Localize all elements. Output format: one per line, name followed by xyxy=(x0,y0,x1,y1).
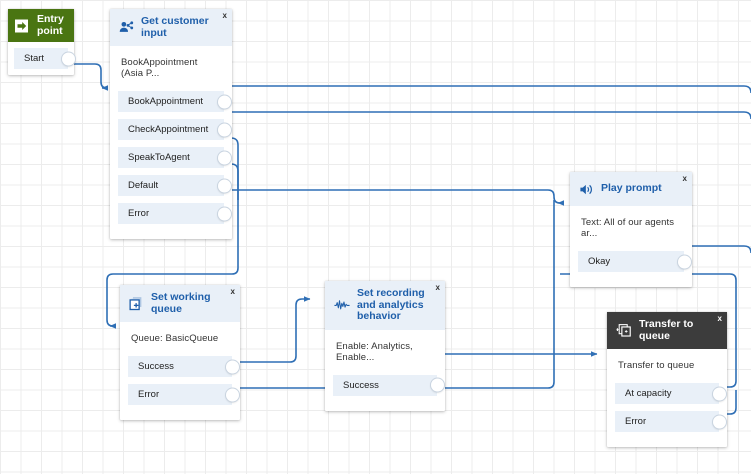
port-knob[interactable] xyxy=(678,255,691,268)
node-header: Entry point xyxy=(8,9,74,42)
port-label: Error xyxy=(128,208,150,219)
port-at-capacity[interactable]: At capacity xyxy=(615,383,726,404)
node-ports: Success xyxy=(325,374,445,411)
node-transfer-to-queue[interactable]: Transfer to queue x Transfer to queue At… xyxy=(607,312,727,447)
node-title: Set working queue xyxy=(151,291,211,315)
node-ports: BookAppointment CheckAppointment SpeakTo… xyxy=(110,91,232,239)
node-header: Transfer to queue x xyxy=(607,312,727,349)
port-label: Error xyxy=(625,416,647,427)
port-knob[interactable] xyxy=(713,387,726,400)
node-title: Entry point xyxy=(37,13,64,37)
port-label: Okay xyxy=(588,256,611,267)
node-ports: Success Error xyxy=(120,356,240,420)
port-label: Success xyxy=(343,379,379,391)
node-ports: Start xyxy=(8,42,75,75)
node-entry-point[interactable]: Entry point Start xyxy=(8,9,75,75)
port-label: At capacity xyxy=(625,388,672,399)
node-title: Transfer to queue xyxy=(639,318,694,342)
node-description: Text: All of our agents ar... xyxy=(581,217,675,239)
port-knob[interactable] xyxy=(218,123,231,136)
port-bookappointment[interactable]: BookAppointment xyxy=(118,91,231,112)
port-knob[interactable] xyxy=(226,388,239,401)
port-default[interactable]: Default xyxy=(118,175,231,196)
port-label: Default xyxy=(128,180,159,191)
close-icon[interactable]: x xyxy=(682,174,687,183)
port-okay[interactable]: Okay xyxy=(578,251,691,272)
node-set-recording-analytics[interactable]: Set recording and analytics behavior x E… xyxy=(325,281,445,411)
port-label: Success xyxy=(138,361,174,372)
transfer-queue-icon xyxy=(616,323,632,338)
node-title: Play prompt xyxy=(601,182,662,195)
node-title: Get customer input xyxy=(141,15,209,39)
port-knob[interactable] xyxy=(62,52,75,65)
port-error[interactable]: Error xyxy=(118,203,231,224)
port-label: Error xyxy=(138,389,160,400)
close-icon[interactable]: x xyxy=(435,283,440,292)
port-knob[interactable] xyxy=(218,95,231,108)
node-description: Transfer to queue xyxy=(618,360,695,371)
node-description: BookAppointment (Asia P... xyxy=(121,57,198,79)
port-knob[interactable] xyxy=(218,207,231,220)
port-label: CheckAppointment xyxy=(128,124,209,135)
port-label: Start xyxy=(24,53,45,64)
customer-input-icon xyxy=(119,20,134,35)
port-knob[interactable] xyxy=(431,378,444,392)
port-knob[interactable] xyxy=(218,179,231,192)
node-set-working-queue[interactable]: Set working queue x Queue: BasicQueue Su… xyxy=(120,285,240,420)
node-header: Play prompt x xyxy=(570,172,692,206)
port-success[interactable]: Success xyxy=(128,356,239,377)
node-play-prompt[interactable]: Play prompt x Text: All of our agents ar… xyxy=(570,172,692,287)
port-success[interactable]: Success xyxy=(333,374,444,396)
close-icon[interactable]: x xyxy=(230,287,235,296)
speaker-icon xyxy=(579,182,594,197)
port-knob[interactable] xyxy=(713,415,726,428)
node-title: Set recording and analytics behavior xyxy=(357,287,425,322)
node-get-customer-input[interactable]: Get customer input x BookAppointment (As… xyxy=(110,9,232,239)
node-description: Enable: Analytics, Enable... xyxy=(336,340,413,363)
waveform-icon xyxy=(334,298,350,312)
port-error[interactable]: Error xyxy=(128,384,239,405)
close-icon[interactable]: x xyxy=(717,314,722,323)
node-header: Set recording and analytics behavior x xyxy=(325,281,445,330)
port-speaktoagent[interactable]: SpeakToAgent xyxy=(118,147,231,168)
close-icon[interactable]: x xyxy=(222,11,227,20)
port-label: SpeakToAgent xyxy=(128,152,190,163)
port-label: BookAppointment xyxy=(128,96,203,107)
port-knob[interactable] xyxy=(226,360,239,373)
queue-plus-icon xyxy=(129,296,144,311)
enter-arrow-icon xyxy=(14,18,30,34)
node-header: Get customer input x xyxy=(110,9,232,46)
node-description: Queue: BasicQueue xyxy=(131,333,219,344)
port-error[interactable]: Error xyxy=(615,411,726,432)
port-start[interactable]: Start xyxy=(14,48,75,69)
node-header: Set working queue x xyxy=(120,285,240,322)
port-checkappointment[interactable]: CheckAppointment xyxy=(118,119,231,140)
port-knob[interactable] xyxy=(218,151,231,164)
node-ports: Okay xyxy=(570,251,692,287)
node-ports: At capacity Error xyxy=(607,383,727,447)
